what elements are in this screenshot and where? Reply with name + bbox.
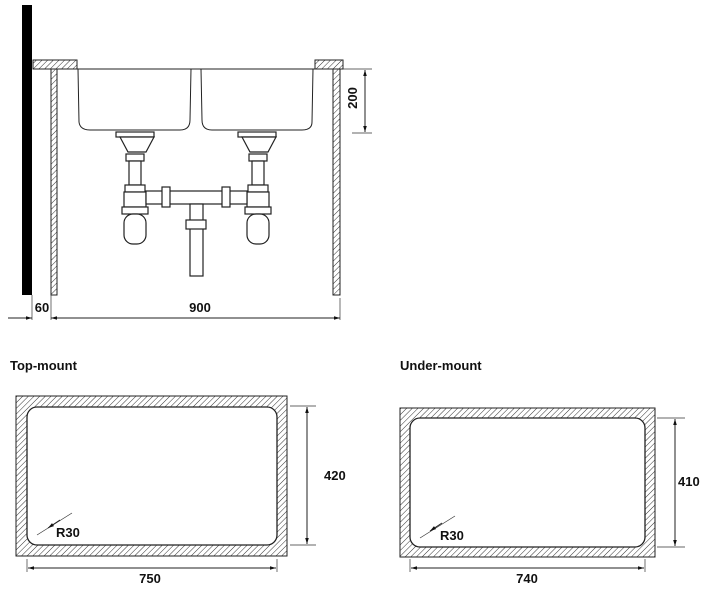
top-mount-title: Top-mount	[10, 358, 78, 373]
basin-left	[77, 68, 192, 131]
drain-trap-left	[115, 131, 155, 245]
cabinet-side-right	[332, 68, 341, 296]
dim-cabinet-width: 900	[189, 300, 211, 315]
wall	[22, 5, 32, 295]
basin-right	[200, 68, 314, 131]
under-mount-width: 740	[516, 571, 538, 586]
top-mount-height: 420	[324, 468, 346, 483]
under-mount-title: Under-mount	[400, 358, 482, 373]
under-mount-bowl	[409, 417, 646, 548]
cabinet-side-left	[50, 68, 58, 296]
drain-trap-right	[237, 131, 277, 245]
under-mount-radius: R30	[440, 528, 464, 543]
elevation-view: 200 60 900	[8, 5, 372, 320]
under-mount-plan: Under-mount R30 410 740	[399, 358, 700, 586]
top-mount-width: 750	[139, 571, 161, 586]
counter-right	[314, 59, 344, 70]
counter-left	[32, 59, 78, 70]
top-mount-bowl	[26, 406, 278, 546]
under-mount-height: 410	[678, 474, 700, 489]
dim-wall-gap: 60	[35, 300, 49, 315]
connecting-pipe	[145, 186, 248, 277]
top-mount-radius: R30	[56, 525, 80, 540]
dim-depth: 200	[345, 87, 360, 109]
top-mount-plan: Top-mount R30 420 750	[10, 358, 346, 586]
